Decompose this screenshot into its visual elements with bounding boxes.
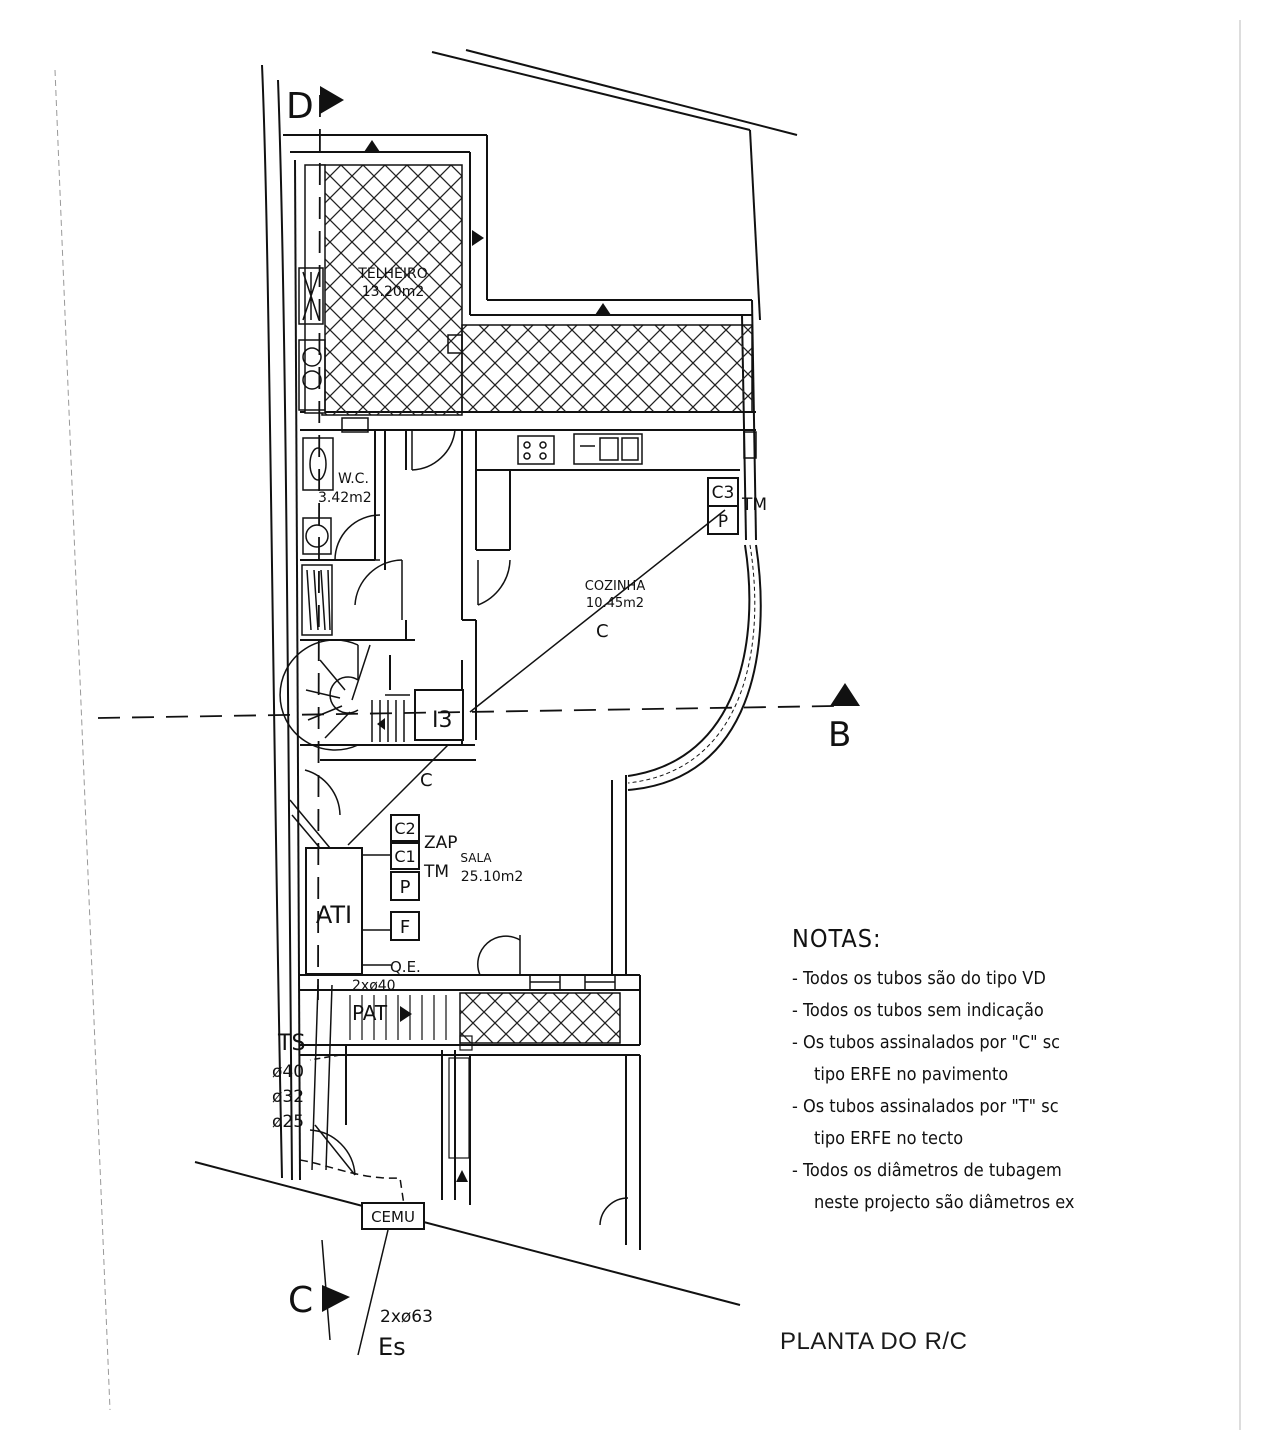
label-entry-dims: 2xø40 xyxy=(352,978,396,994)
note-item: - Todos os tubos são do tipo VD xyxy=(792,968,1046,989)
label-pat: PAT xyxy=(352,1001,388,1025)
label-zap: ZAP xyxy=(424,833,458,853)
section-mark-c: C xyxy=(288,1280,313,1321)
label-c3: C3 xyxy=(712,483,735,503)
conduit-runs xyxy=(299,509,726,1356)
equipment-boxes xyxy=(305,477,739,1230)
room-label-telheiro: TELHEIRO xyxy=(357,266,427,282)
label-cemu: CEMU xyxy=(371,1208,415,1226)
scan-edge-mark xyxy=(54,69,111,1411)
label-c1: C1 xyxy=(394,847,415,866)
label-street-dims: 2xø63 xyxy=(380,1307,433,1327)
note-item: - Todos os diâmetros de tubagem xyxy=(792,1160,1062,1181)
label-d25: ø25 xyxy=(272,1112,304,1132)
label-ati: ATI xyxy=(316,901,352,929)
room-area-telheiro: 13.20m2 xyxy=(362,284,425,300)
room-label-wc: W.C. xyxy=(338,471,369,487)
conduit-label-c: C xyxy=(596,621,609,642)
flow-arrows xyxy=(364,140,611,1182)
room-label-sala: SALA xyxy=(460,851,492,865)
notes-list: - Todos os tubos são do tipo VD - Todos … xyxy=(792,963,1142,1219)
label-es: Es xyxy=(378,1333,406,1361)
label-tm-cozinha: TM xyxy=(741,495,767,515)
label-tm-sala: TM xyxy=(423,862,449,882)
section-mark-b: B xyxy=(828,715,851,755)
note-item: neste projecto são diâmetros ex xyxy=(814,1192,1075,1213)
note-item: - Os tubos assinalados por "T" sc xyxy=(792,1096,1059,1117)
room-area-cozinha: 10.45m2 xyxy=(586,596,644,611)
curved-bay-wall xyxy=(627,544,762,791)
label-p-cozinha: P xyxy=(718,512,728,532)
label-c2: C2 xyxy=(394,819,415,838)
laundry-fixtures xyxy=(298,267,463,411)
note-item: tipo ERFE no pavimento xyxy=(814,1064,1009,1085)
pat-entrance-strip xyxy=(349,995,473,1159)
entrance-hatch xyxy=(459,992,621,1044)
label-d40: ø40 xyxy=(272,1062,304,1082)
conduit-label-c-2: C xyxy=(420,770,433,791)
notes-title: NOTAS: xyxy=(792,924,882,953)
equipment-leaders xyxy=(362,854,391,966)
radiator-grille xyxy=(301,564,333,636)
label-ts: TS xyxy=(277,1031,305,1056)
wc-fixtures xyxy=(302,417,381,561)
label-d32: ø32 xyxy=(272,1087,304,1107)
notes-panel: NOTAS: - Todos os tubos são do tipo VD -… xyxy=(792,924,1142,1219)
label-qe: Q.E. xyxy=(390,958,421,976)
section-mark-d: D xyxy=(286,86,314,127)
terrace-hatch xyxy=(321,164,463,416)
room-area-wc: 3.42m2 xyxy=(318,490,372,506)
label-f: F xyxy=(400,917,410,938)
note-item: tipo ERFE no tecto xyxy=(814,1128,964,1149)
kitchen-appliances xyxy=(517,431,757,465)
room-area-sala: 25.10m2 xyxy=(461,869,524,885)
room-label-cozinha: COZINHA xyxy=(585,579,646,594)
doors xyxy=(309,429,629,1226)
site-boundary xyxy=(194,49,798,1306)
terrace-hatch xyxy=(461,324,753,413)
section-cut-lines xyxy=(97,94,836,1001)
windows xyxy=(529,974,616,991)
section-arrows xyxy=(320,86,860,1312)
note-item: - Os tubos assinalados por "C" sc xyxy=(792,1032,1061,1053)
label-i3: I3 xyxy=(432,708,453,733)
note-item: - Todos os tubos sem indicação xyxy=(792,1000,1044,1021)
label-p-sala: P xyxy=(400,877,411,898)
plan-title: PLANTA DO R/C xyxy=(780,1328,968,1355)
